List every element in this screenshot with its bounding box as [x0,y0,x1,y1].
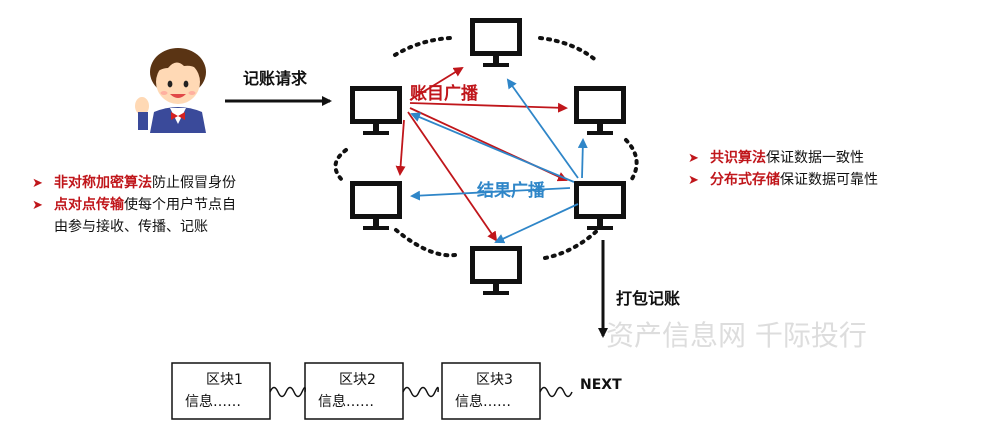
left-note-line3: 由参与接收、传播、记账 [54,218,208,235]
right-note-line2: 分布式存储保证数据可靠性 [710,171,878,188]
block-3: 区块3 信息…… [441,362,541,420]
bullet-arrow-icon: ➤ [32,176,43,191]
node-bottom-computer-icon [470,246,522,295]
right-note-line1: 共识算法保证数据一致性 [710,149,864,166]
chain-links [269,386,573,398]
result-broadcast-arrows [410,78,588,244]
bullet-arrow-icon: ➤ [32,198,43,213]
node-upper-left-computer-icon [350,86,402,135]
block-title: 区块2 [339,372,376,388]
node-upper-right-computer-icon [574,86,626,135]
package-label: 打包记账 [616,289,680,308]
left-notes: ➤ 非对称加密算法防止假冒身份 ➤ 点对点传输使每个用户节点自 由参与接收、传播… [32,174,236,235]
bullet-arrow-icon: ➤ [688,151,699,166]
request-label: 记账请求 [243,69,308,88]
node-lower-right-computer-icon [574,181,626,230]
next-label: NEXT [580,377,622,393]
node-top-computer-icon [470,18,522,67]
block-info: 信息…… [185,393,241,410]
left-note-line1: 非对称加密算法防止假冒身份 [54,174,236,191]
watermark: 资产信息网 千际投行 [606,319,867,352]
block-title: 区块1 [206,372,243,388]
ledger-broadcast-label: 账目广播 [410,83,479,104]
block-info: 信息…… [455,393,511,410]
network-ring [333,36,639,260]
block-1: 区块1 信息…… [171,362,271,420]
result-broadcast-label: 结果广播 [477,180,546,201]
block-info: 信息…… [318,393,374,410]
user-avatar-icon [135,48,206,133]
left-note-line2: 点对点传输使每个用户节点自 [54,196,236,213]
block-title: 区块3 [476,372,513,388]
right-notes: ➤ 共识算法保证数据一致性 ➤ 分布式存储保证数据可靠性 [688,149,878,188]
bullet-arrow-icon: ➤ [688,173,699,188]
node-lower-left-computer-icon [350,181,402,230]
block-2: 区块2 信息…… [304,362,404,420]
